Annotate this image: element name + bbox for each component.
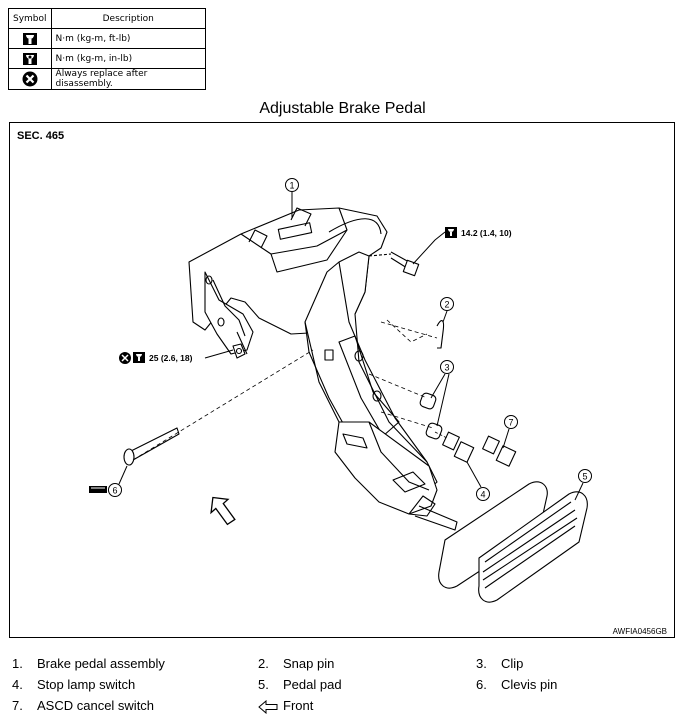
legend-number: 1. bbox=[12, 656, 23, 671]
legend-text: Brake pedal assembly bbox=[37, 656, 165, 671]
mounting-bolt-upper bbox=[368, 251, 420, 277]
figure-id: AWFIA0456GB bbox=[612, 627, 667, 636]
legend-number: 4. bbox=[12, 677, 23, 692]
symbol-header: Symbol bbox=[8, 8, 52, 29]
snap-pin-drawing bbox=[380, 320, 445, 349]
legend-number: 7. bbox=[12, 698, 23, 713]
callout-2: 2 bbox=[440, 297, 454, 323]
callout-number: 6 bbox=[112, 486, 117, 496]
callout-number: 7 bbox=[508, 418, 513, 428]
clip-drawing bbox=[368, 373, 443, 440]
torque-value: 25 (2.6, 18) bbox=[149, 353, 193, 363]
legend-text: Clip bbox=[501, 656, 524, 671]
front-arrow-icon bbox=[258, 700, 278, 714]
description-header: Description bbox=[50, 8, 207, 29]
legend-number: 3. bbox=[476, 656, 487, 671]
torque-wrench-ft-lb-icon bbox=[8, 28, 52, 49]
stop-lamp-switch-drawing bbox=[434, 431, 475, 463]
ascd-cancel-switch-drawing bbox=[482, 435, 517, 467]
symbol-row-description: Always replace after disassembly. bbox=[50, 68, 207, 90]
legend-text: ASCD cancel switch bbox=[37, 698, 155, 713]
callout-4: 4 bbox=[466, 461, 490, 501]
mounting-nut-lower bbox=[232, 343, 246, 359]
callout-7: 7 bbox=[502, 415, 518, 449]
legend-number: 5. bbox=[258, 677, 269, 692]
callout-3: 3 bbox=[430, 360, 454, 427]
legend-item: 7. ASCD cancel switch bbox=[12, 698, 242, 714]
legend-item: 3. Clip bbox=[476, 656, 656, 672]
legend-number: 6. bbox=[476, 677, 487, 692]
legend-item-front: Front bbox=[258, 698, 458, 714]
legend-text: Pedal pad bbox=[283, 677, 342, 692]
legend-text: Stop lamp switch bbox=[37, 677, 136, 692]
symbol-table: Symbol Description N·m (kg-m, ft-lb) N·m… bbox=[8, 8, 207, 90]
symbol-row-description: N·m (kg-m, in-lb) bbox=[50, 48, 207, 69]
always-replace-icon bbox=[8, 68, 52, 90]
legend-item: 5. Pedal pad bbox=[258, 677, 458, 693]
torque-callout-upper: 14.2 (1.4, 10) bbox=[412, 227, 512, 265]
torque-wrench-in-lb-icon bbox=[8, 48, 52, 69]
legend-item: 2. Snap pin bbox=[258, 656, 458, 672]
torque-callout-lower: 25 (2.6, 18) bbox=[119, 349, 234, 364]
brake-pedal-assembly-drawing bbox=[188, 207, 458, 531]
callout-number: 1 bbox=[289, 181, 294, 191]
legend-text: Clevis pin bbox=[501, 677, 558, 692]
legend-item: 4. Stop lamp switch bbox=[12, 677, 242, 693]
legend-item: 1. Brake pedal assembly bbox=[12, 656, 242, 672]
diagram-frame bbox=[9, 122, 675, 638]
pedal-pad-drawing bbox=[438, 481, 588, 603]
symbol-row-description: N·m (kg-m, ft-lb) bbox=[50, 28, 207, 49]
callout-number: 2 bbox=[444, 300, 449, 310]
legend-text: Front bbox=[283, 698, 314, 713]
callout-6: 6 bbox=[108, 465, 128, 497]
callout-number: 3 bbox=[444, 363, 449, 373]
front-arrow-icon bbox=[210, 496, 236, 526]
brake-pedal-diagram: 1 2 3 4 5 6 7 14.2 (1.4, 10) 25 (2.6, 18… bbox=[89, 178, 592, 603]
grease-icon bbox=[89, 486, 107, 493]
legend-text: Snap pin bbox=[283, 656, 335, 671]
callout-5: 5 bbox=[574, 469, 592, 501]
legend-item: 6. Clevis pin bbox=[476, 677, 656, 693]
callout-1: 1 bbox=[285, 178, 299, 218]
callout-number: 4 bbox=[480, 490, 485, 500]
torque-value: 14.2 (1.4, 10) bbox=[461, 228, 512, 238]
callout-number: 5 bbox=[582, 472, 587, 482]
clevis-pin-drawing bbox=[123, 349, 314, 466]
section-label: SEC. 465 bbox=[17, 130, 65, 142]
figure-title: Adjustable Brake Pedal bbox=[259, 100, 426, 117]
legend-number: 2. bbox=[258, 656, 269, 671]
